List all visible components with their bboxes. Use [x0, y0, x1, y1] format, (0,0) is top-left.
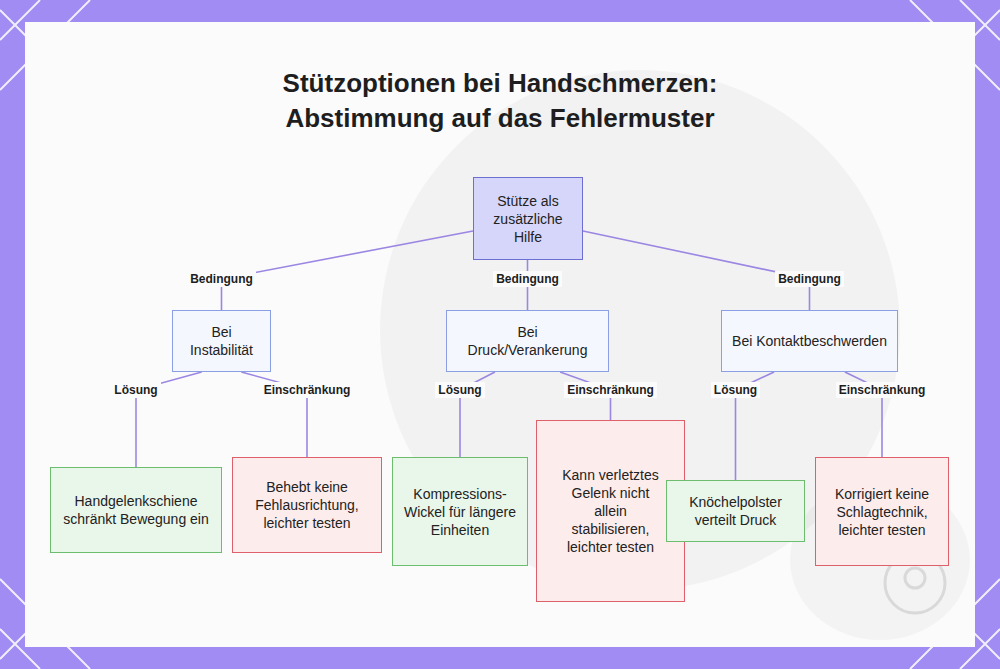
- edge-label: Lösung: [111, 382, 160, 398]
- edge-label: Einschränkung: [836, 382, 929, 398]
- box-text: Stütze als zusätzliche Hilfe: [484, 192, 572, 246]
- connector-line: [222, 231, 474, 310]
- box-text: Bei Druck/Verankerung: [457, 323, 598, 359]
- edge-label: Lösung: [435, 382, 484, 398]
- lim-box: Behebt keine Fehlausrichtung, leichter t…: [232, 457, 382, 553]
- edge-label: Einschränkung: [261, 382, 354, 398]
- cond-box: Bei Druck/Verankerung: [446, 310, 609, 372]
- root-box: Stütze als zusätzliche Hilfe: [473, 177, 583, 260]
- edge-label: Bedingung: [187, 271, 256, 287]
- box-text: Behebt keine Fehlausrichtung, leichter t…: [251, 478, 363, 532]
- sol-box: Kompressions-Wickel für längere Einheite…: [392, 457, 528, 566]
- edge-label: Bedingung: [493, 271, 562, 287]
- diagram-title: Stützoptionen bei Handschmerzen: Abstimm…: [230, 66, 770, 136]
- sol-box: Knöchelpolster verteilt Druck: [666, 480, 805, 542]
- box-text: Korrigiert keine Schlagtechnik, leichter…: [834, 485, 930, 539]
- cond-box: Bei Instabilität: [172, 310, 271, 372]
- sol-box: Handgelenkschiene schränkt Bewegung ein: [50, 467, 222, 553]
- box-text: Handgelenkschiene schränkt Bewegung ein: [61, 492, 211, 528]
- box-text: Kompressions-Wickel für längere Einheite…: [403, 485, 517, 539]
- box-text: Bei Instabilität: [183, 323, 260, 359]
- edge-label: Einschränkung: [564, 382, 657, 398]
- box-text: Knöchelpolster verteilt Druck: [677, 493, 794, 529]
- edge-label: Bedingung: [775, 271, 844, 287]
- lim-box: Kann verletztes Gelenk nicht allein stab…: [536, 420, 685, 602]
- box-text: Bei Kontaktbeschwerden: [732, 332, 887, 350]
- edge-label: Lösung: [711, 382, 760, 398]
- cond-box: Bei Kontaktbeschwerden: [721, 310, 898, 372]
- box-text: Kann verletztes Gelenk nicht allein stab…: [555, 466, 666, 556]
- lim-box: Korrigiert keine Schlagtechnik, leichter…: [815, 457, 949, 566]
